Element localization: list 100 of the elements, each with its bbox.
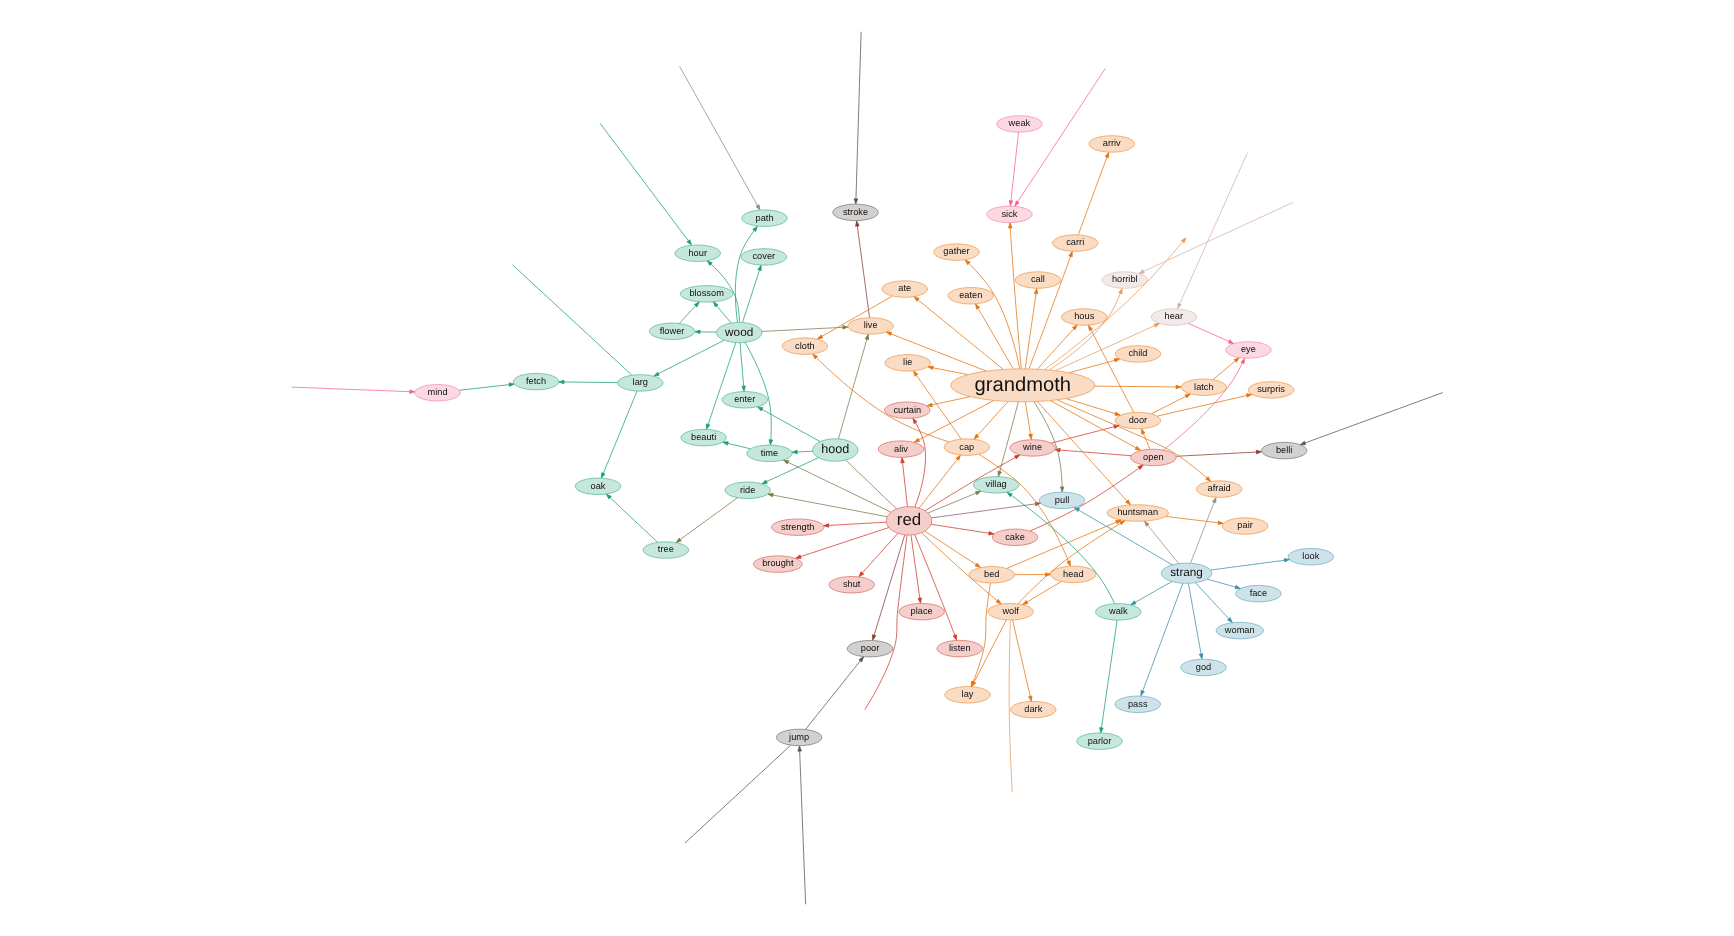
arrow (886, 331, 987, 372)
arrow (838, 334, 869, 440)
arrow (1190, 497, 1217, 564)
arrow (739, 342, 746, 392)
arrow (1141, 428, 1151, 450)
arrow (761, 457, 819, 485)
arrow (913, 296, 1004, 370)
connector (512, 264, 633, 376)
arrow (1212, 357, 1240, 380)
arrow (1008, 222, 1022, 369)
arrow (694, 329, 717, 334)
arrow (1024, 288, 1039, 370)
arrow (653, 339, 725, 377)
arrow (1065, 398, 1121, 416)
arrow (1006, 519, 1122, 569)
arrow (1057, 399, 1212, 482)
arrow (1077, 151, 1110, 235)
arrow (767, 492, 888, 518)
arrow (675, 497, 738, 543)
arrow (978, 454, 1071, 567)
arrow (459, 382, 515, 391)
arrow (783, 459, 892, 513)
arrow (912, 418, 926, 508)
arrow (1138, 201, 1294, 274)
arrow (1299, 392, 1444, 446)
arrow (973, 401, 1009, 440)
arrow (761, 325, 849, 332)
arrow (805, 656, 864, 730)
arrow (918, 454, 961, 509)
arrow (1099, 620, 1118, 734)
arrow (1025, 401, 1033, 440)
arrow (1049, 288, 1123, 371)
arrow (1177, 152, 1248, 309)
arrow (1008, 131, 1020, 207)
arrow (1156, 393, 1253, 417)
arrow (964, 259, 1021, 369)
arrow (1088, 324, 1134, 413)
arrow (924, 530, 981, 568)
arrow (930, 523, 995, 536)
arrow (1195, 582, 1233, 623)
arrow (853, 31, 862, 205)
arrow (997, 401, 1019, 477)
arrow (757, 406, 821, 442)
arrow (926, 396, 971, 407)
arrow (742, 264, 762, 323)
arrow (1033, 401, 1065, 493)
arrow (1050, 400, 1141, 451)
arrow (601, 391, 638, 479)
arrow (1094, 384, 1182, 390)
arrow (679, 65, 761, 211)
arrow (1130, 581, 1173, 606)
arrow (558, 379, 618, 385)
arrow (1188, 323, 1235, 344)
node-ellipse: grandmoth (950, 368, 1096, 403)
arrow (1054, 447, 1132, 457)
arrow (913, 400, 994, 443)
arrow (914, 534, 957, 641)
arrow (706, 342, 737, 430)
arrow (872, 534, 906, 641)
arrow (927, 365, 968, 375)
node-ellipse: red (886, 506, 933, 536)
arrow (1163, 358, 1246, 451)
arrow (1008, 68, 1106, 207)
arrow (1207, 578, 1241, 590)
connector (864, 534, 908, 710)
arrow (1165, 516, 1224, 525)
arrow (1151, 393, 1191, 415)
arrow (900, 457, 908, 507)
arrow (599, 122, 692, 246)
arrow (858, 533, 899, 577)
arrow (1028, 251, 1073, 369)
arrow (1022, 581, 1062, 605)
arrow (1140, 582, 1184, 697)
arrow (921, 532, 1002, 605)
arrow (1017, 520, 1126, 605)
arrow (975, 303, 1014, 369)
arrow (930, 501, 1041, 519)
arrow (1210, 558, 1290, 571)
arrow (927, 490, 982, 514)
arrow (791, 449, 813, 455)
arrow (910, 535, 922, 604)
connector (684, 744, 791, 844)
arrow (1044, 237, 1187, 370)
arrow (1055, 323, 1160, 371)
arrow (1073, 507, 1173, 566)
arrow (1029, 464, 1144, 532)
arrow (722, 441, 751, 450)
connector (845, 459, 897, 510)
arrow (1037, 401, 1131, 506)
arrow (706, 260, 740, 323)
connector (1008, 619, 1013, 793)
arrow (1144, 520, 1180, 564)
arrow (1006, 492, 1115, 604)
arrow (606, 493, 658, 543)
arrow (1175, 449, 1262, 457)
arrow (1188, 583, 1204, 660)
arrow (1069, 358, 1121, 373)
arrow (744, 342, 773, 446)
arrow (291, 386, 416, 394)
arrow (1012, 619, 1033, 702)
